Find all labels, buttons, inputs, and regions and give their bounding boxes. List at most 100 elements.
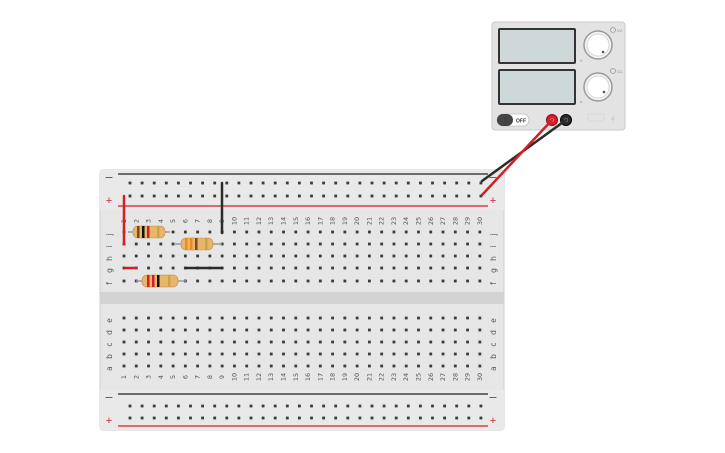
terminal-hole[interactable] xyxy=(269,254,273,258)
terminal-hole[interactable] xyxy=(306,279,310,283)
terminal-hole[interactable] xyxy=(220,316,224,320)
terminal-hole[interactable] xyxy=(183,364,187,368)
terminal-hole[interactable] xyxy=(392,364,396,368)
power-supply[interactable]: V A VC CC OFF xyxy=(491,21,626,131)
terminal-hole[interactable] xyxy=(429,279,433,283)
terminal-hole[interactable] xyxy=(306,340,310,344)
rail-hole[interactable] xyxy=(213,404,217,408)
rail-hole[interactable] xyxy=(322,181,325,185)
terminal-hole[interactable] xyxy=(269,340,273,344)
terminal-hole[interactable] xyxy=(429,364,433,368)
terminal-hole[interactable] xyxy=(147,316,150,320)
terminal-hole[interactable] xyxy=(343,328,347,332)
terminal-hole[interactable] xyxy=(294,266,298,270)
terminal-hole[interactable] xyxy=(318,230,322,234)
rail-hole[interactable] xyxy=(382,181,386,185)
terminal-hole[interactable] xyxy=(355,266,359,270)
rail-hole[interactable] xyxy=(225,181,229,185)
terminal-hole[interactable] xyxy=(478,316,482,320)
rail-hole[interactable] xyxy=(334,416,338,420)
rail-hole[interactable] xyxy=(213,416,217,420)
terminal-hole[interactable] xyxy=(208,328,212,332)
terminal-hole[interactable] xyxy=(392,242,396,246)
terminal-hole[interactable] xyxy=(257,279,261,283)
rail-hole[interactable] xyxy=(128,194,132,198)
terminal-hole[interactable] xyxy=(183,254,187,258)
terminal-hole[interactable] xyxy=(368,230,371,234)
terminal-hole[interactable] xyxy=(453,340,457,344)
terminal-hole[interactable] xyxy=(368,364,371,368)
rail-hole[interactable] xyxy=(128,404,132,408)
terminal-hole[interactable] xyxy=(417,316,420,320)
terminal-hole[interactable] xyxy=(171,230,175,234)
terminal-hole[interactable] xyxy=(318,352,322,356)
rail-hole[interactable] xyxy=(310,194,313,198)
resistor-2[interactable] xyxy=(174,237,222,251)
terminal-hole[interactable] xyxy=(220,328,224,332)
terminal-hole[interactable] xyxy=(233,279,236,283)
terminal-hole[interactable] xyxy=(331,352,334,356)
rail-hole[interactable] xyxy=(455,181,459,185)
terminal-hole[interactable] xyxy=(380,230,384,234)
terminal-hole[interactable] xyxy=(478,266,482,270)
terminal-hole[interactable] xyxy=(380,328,384,332)
terminal-hole[interactable] xyxy=(257,230,261,234)
rail-hole[interactable] xyxy=(213,181,217,185)
terminal-hole[interactable] xyxy=(282,364,285,368)
terminal-hole[interactable] xyxy=(257,364,261,368)
terminal-hole[interactable] xyxy=(453,242,457,246)
terminal-hole[interactable] xyxy=(294,230,298,234)
terminal-hole[interactable] xyxy=(331,328,334,332)
rail-hole[interactable] xyxy=(419,181,422,185)
rail-hole[interactable] xyxy=(128,416,132,420)
terminal-hole[interactable] xyxy=(257,254,261,258)
terminal-hole[interactable] xyxy=(404,340,408,344)
terminal-hole[interactable] xyxy=(343,316,347,320)
terminal-hole[interactable] xyxy=(208,340,212,344)
terminal-hole[interactable] xyxy=(331,254,334,258)
terminal-hole[interactable] xyxy=(355,328,359,332)
terminal-hole[interactable] xyxy=(147,242,150,246)
terminal-hole[interactable] xyxy=(429,340,433,344)
terminal-hole[interactable] xyxy=(453,230,457,234)
terminal-hole[interactable] xyxy=(368,254,371,258)
terminal-hole[interactable] xyxy=(380,352,384,356)
terminal-hole[interactable] xyxy=(306,266,310,270)
terminal-hole[interactable] xyxy=(171,340,175,344)
rail-hole[interactable] xyxy=(443,404,446,408)
terminal-hole[interactable] xyxy=(134,254,138,258)
rail-hole[interactable] xyxy=(467,416,471,420)
rail-hole[interactable] xyxy=(479,181,483,185)
terminal-hole[interactable] xyxy=(233,364,236,368)
rail-hole[interactable] xyxy=(467,194,471,198)
terminal-hole[interactable] xyxy=(478,279,482,283)
terminal-hole[interactable] xyxy=(417,279,420,283)
rail-hole[interactable] xyxy=(298,181,301,185)
terminal-hole[interactable] xyxy=(441,364,445,368)
rail-hole[interactable] xyxy=(273,194,277,198)
terminal-hole[interactable] xyxy=(380,254,384,258)
terminal-hole[interactable] xyxy=(318,340,322,344)
terminal-hole[interactable] xyxy=(159,242,163,246)
terminal-hole[interactable] xyxy=(220,364,224,368)
rail-hole[interactable] xyxy=(237,181,241,185)
breadboard-holes[interactable] xyxy=(122,181,483,420)
terminal-hole[interactable] xyxy=(466,230,469,234)
terminal-hole[interactable] xyxy=(318,328,322,332)
terminal-hole[interactable] xyxy=(196,279,200,283)
terminal-hole[interactable] xyxy=(306,364,310,368)
terminal-hole[interactable] xyxy=(208,279,212,283)
rail-hole[interactable] xyxy=(152,416,156,420)
terminal-hole[interactable] xyxy=(318,316,322,320)
terminal-hole[interactable] xyxy=(122,340,126,344)
terminal-hole[interactable] xyxy=(331,230,334,234)
rail-hole[interactable] xyxy=(370,404,374,408)
terminal-hole[interactable] xyxy=(282,340,285,344)
rail-hole[interactable] xyxy=(431,404,434,408)
terminal-hole[interactable] xyxy=(392,279,396,283)
terminal-hole[interactable] xyxy=(196,340,200,344)
terminal-hole[interactable] xyxy=(269,328,273,332)
terminal-hole[interactable] xyxy=(134,340,138,344)
rail-hole[interactable] xyxy=(406,181,410,185)
terminal-hole[interactable] xyxy=(134,364,138,368)
